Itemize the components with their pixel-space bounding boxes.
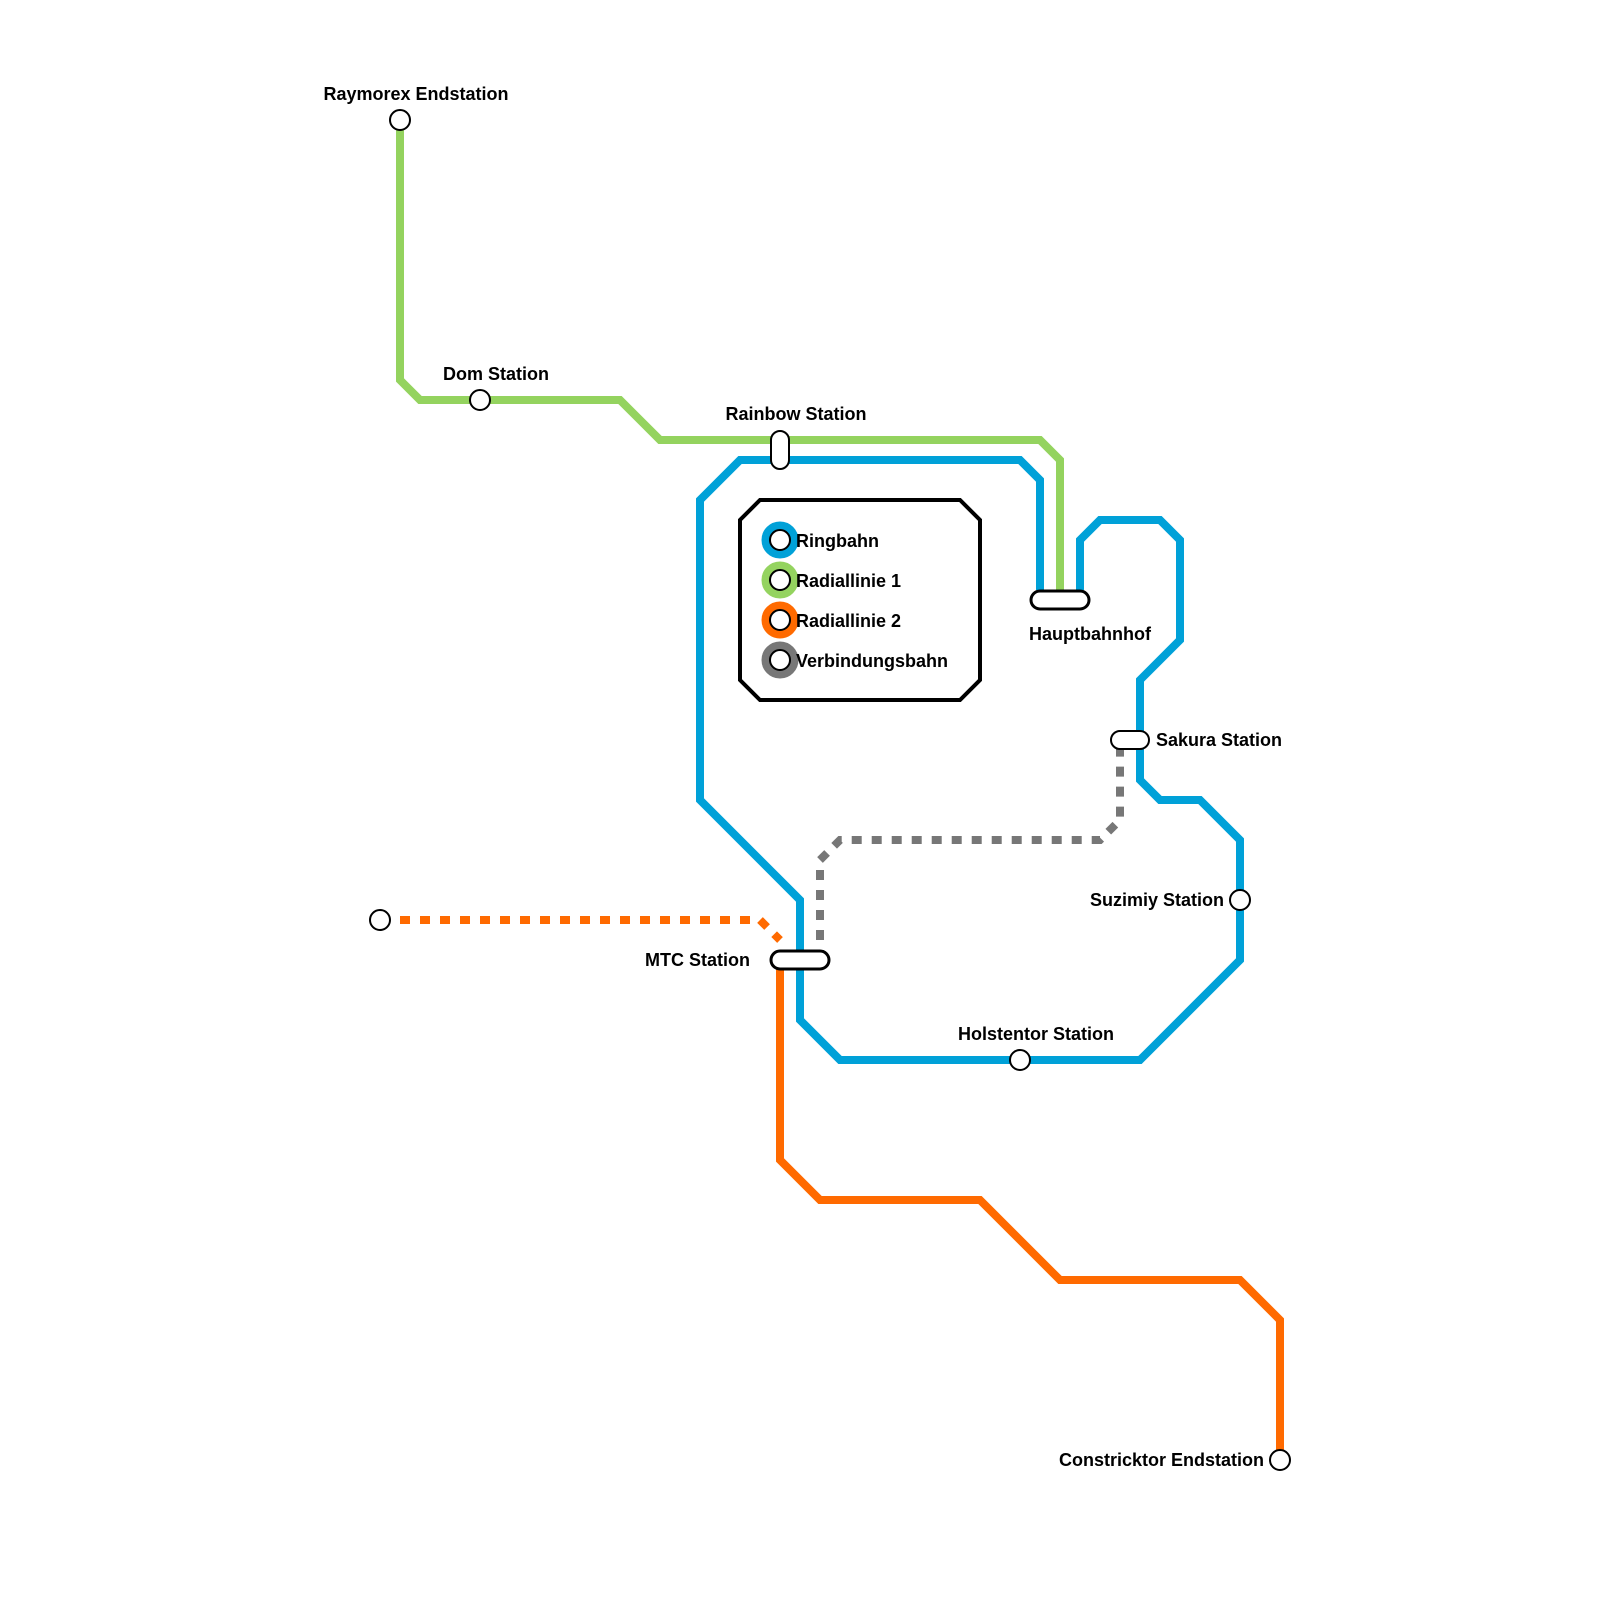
legend-item-verbindungsbahn: Verbindungsbahn	[761, 641, 948, 679]
station-marker[interactable]	[1229, 889, 1251, 911]
station-marker[interactable]	[769, 949, 831, 971]
station-label: Dom Station	[443, 364, 549, 384]
legend-swatch-radiallinie-2	[761, 601, 799, 639]
station-dom[interactable]: Dom Station	[443, 364, 549, 411]
station-icon	[769, 529, 791, 551]
station-label: Constricktor Endstation	[1059, 1450, 1264, 1470]
legend-swatch-verbindungsbahn	[761, 641, 799, 679]
station-raymorex[interactable]: Raymorex Endstation	[323, 84, 509, 131]
station-holstentor[interactable]: Holstentor Station	[958, 1024, 1114, 1071]
legend-item-ringbahn: Ringbahn	[761, 521, 879, 559]
station-label: Suzimiy Station	[1090, 890, 1224, 910]
station-unnamed-west[interactable]	[369, 909, 391, 931]
legend-item-radiallinie-1: Radiallinie 1	[761, 561, 901, 599]
legend-item-radiallinie-2: Radiallinie 2	[761, 601, 901, 639]
station-icon	[769, 609, 791, 631]
legend-box	[738, 498, 982, 702]
station-marker[interactable]	[1009, 1049, 1031, 1071]
legend-label: Verbindungsbahn	[796, 651, 948, 671]
station-label: MTC Station	[645, 950, 750, 970]
station-label: Sakura Station	[1156, 730, 1282, 750]
station-mtc[interactable]: MTC Station	[645, 949, 831, 971]
line-radiallinie-2-branch[interactable]	[400, 916, 783, 943]
station-icon	[769, 569, 791, 591]
station-marker[interactable]	[1110, 730, 1150, 750]
legend-swatch-radiallinie-1	[761, 561, 799, 599]
line-radiallinie-1[interactable]	[396, 120, 1064, 590]
legend-swatch-ringbahn	[761, 521, 799, 559]
station-sakura[interactable]: Sakura Station	[1110, 730, 1282, 750]
station-marker[interactable]	[1029, 589, 1091, 611]
station-rainbow[interactable]: Rainbow Station	[726, 404, 867, 470]
line-verbindungsbahn[interactable]	[816, 740, 1124, 960]
station-marker[interactable]	[369, 909, 391, 931]
legend-label: Radiallinie 1	[796, 571, 901, 591]
station-hauptbahnhof[interactable]: Hauptbahnhof	[1029, 589, 1152, 644]
line-radiallinie-2[interactable]	[776, 960, 1284, 1460]
legend-label: Ringbahn	[796, 531, 879, 551]
legend: Ringbahn Radiallinie 1 Radiallinie 2 Ver…	[738, 498, 982, 702]
station-marker[interactable]	[770, 430, 790, 470]
station-constricktor[interactable]: Constricktor Endstation	[1059, 1449, 1291, 1471]
station-marker[interactable]	[469, 389, 491, 411]
station-label: Hauptbahnhof	[1029, 624, 1152, 644]
station-marker[interactable]	[389, 109, 411, 131]
station-label: Rainbow Station	[726, 404, 867, 424]
legend-label: Radiallinie 2	[796, 611, 901, 631]
station-suzimiy[interactable]: Suzimiy Station	[1090, 889, 1251, 911]
station-icon	[769, 649, 791, 671]
station-label: Raymorex Endstation	[323, 84, 508, 104]
station-marker[interactable]	[1269, 1449, 1291, 1471]
station-label: Holstentor Station	[958, 1024, 1114, 1044]
